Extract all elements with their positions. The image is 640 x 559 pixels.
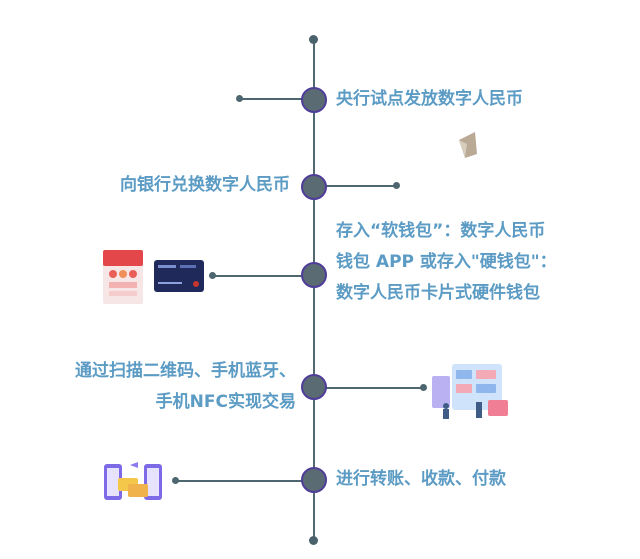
axis-top-dot (309, 35, 318, 44)
step-4-node (301, 374, 327, 400)
step-3-connector (213, 275, 302, 277)
step-2-connector (326, 185, 396, 187)
step-4-label: 通过扫描二维码、手机蓝牙、手机NFC实现交易 (75, 361, 296, 412)
step-5-connector (176, 480, 302, 482)
step-1-connector (240, 98, 302, 100)
step-5-node (301, 467, 327, 493)
step-2-node (301, 174, 327, 200)
step-3-node (301, 262, 327, 288)
step-5-connector-cap (172, 477, 179, 484)
step-5-label: 进行转账、收款、付款 (336, 469, 506, 489)
step-1-node (301, 87, 327, 113)
step-3-connector-cap (209, 272, 216, 279)
step-1-label: 央行试点发放数字人民币 (336, 89, 523, 109)
axis-bottom-dot (309, 536, 318, 545)
step-1-connector-cap (236, 95, 243, 102)
step-4-connector-cap (420, 384, 427, 391)
bank-card-icon (154, 260, 204, 292)
step-4-connector (326, 387, 422, 389)
phone-transfer-icon (104, 462, 162, 500)
step-3-label: 存入“软钱包”：数字人民币钱包 APP 或存入"硬钱包"：数字人民币卡片式硬件钱… (336, 221, 557, 303)
timeline-axis (313, 40, 315, 542)
ribbon-icon (459, 132, 477, 158)
step-2-connector-cap (393, 182, 400, 189)
step-2-label: 向银行兑换数字人民币 (120, 175, 290, 195)
qr-shopping-icon (432, 364, 508, 419)
wallet-app-screen-icon (103, 250, 143, 304)
